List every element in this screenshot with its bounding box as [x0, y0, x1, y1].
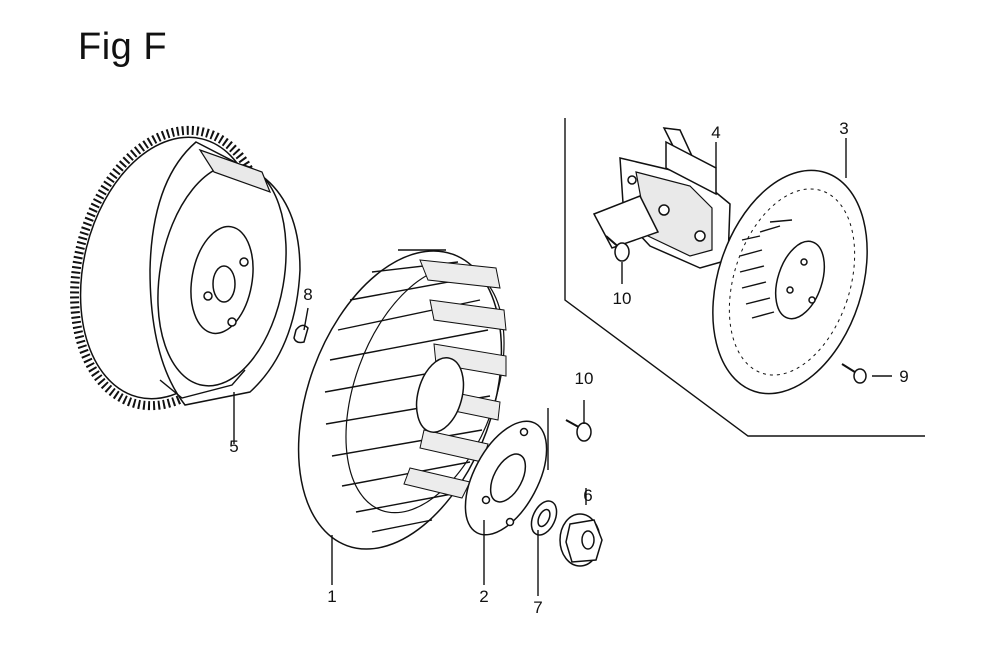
washer-part[interactable] — [526, 497, 561, 539]
bolt-lower-part[interactable] — [565, 419, 592, 442]
flywheel-part[interactable] — [47, 110, 303, 426]
callout-2: 2 — [479, 587, 488, 606]
flange-nut-part[interactable] — [559, 513, 603, 567]
bolt-upper-part[interactable] — [605, 235, 630, 262]
callout-7: 7 — [533, 598, 542, 617]
stator-disc-part[interactable] — [686, 150, 894, 413]
callout-10-upper: 10 — [613, 289, 632, 308]
callout-1: 1 — [327, 587, 336, 606]
callout-3: 3 — [839, 119, 848, 138]
callout-10-lower: 10 — [575, 369, 594, 388]
callout-9: 9 — [899, 367, 908, 386]
callout-4: 4 — [711, 123, 720, 142]
leader-lines — [233, 138, 892, 596]
callout-8: 8 — [303, 285, 312, 304]
cooling-fan-part[interactable] — [261, 223, 540, 577]
ignition-coil-part[interactable] — [592, 127, 731, 269]
pulley-plate-part[interactable] — [449, 408, 564, 548]
callout-5: 5 — [229, 437, 238, 456]
screw-part[interactable] — [841, 363, 867, 384]
assembly-group-box — [564, 118, 925, 437]
figure-title: Fig F — [78, 26, 168, 68]
callout-6: 6 — [583, 486, 592, 505]
woodruff-key-part[interactable] — [293, 324, 309, 344]
